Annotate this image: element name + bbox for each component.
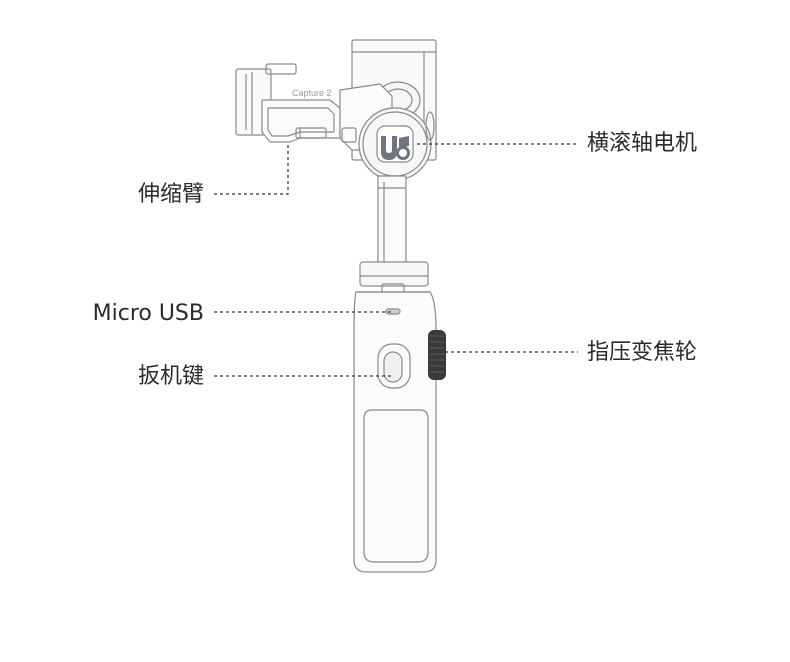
- pan-arm: [377, 175, 407, 271]
- label-extension-arm: 伸缩臂: [137, 182, 204, 207]
- label-roll-motor: 横滚轴电机: [587, 131, 698, 156]
- label-micro-usb: Micro USB: [92, 301, 204, 326]
- brand-logo-icon: [381, 136, 410, 160]
- label-zoom-wheel: 指压变焦轮: [587, 340, 698, 365]
- handle-body: [353, 291, 437, 573]
- leader-extension-arm: [214, 144, 289, 195]
- label-trigger: 扳机键: [137, 364, 204, 389]
- model-label: Capture 2: [292, 88, 332, 98]
- extension-arm: [261, 99, 341, 143]
- zoom-wheel-icon[interactable]: [428, 330, 446, 380]
